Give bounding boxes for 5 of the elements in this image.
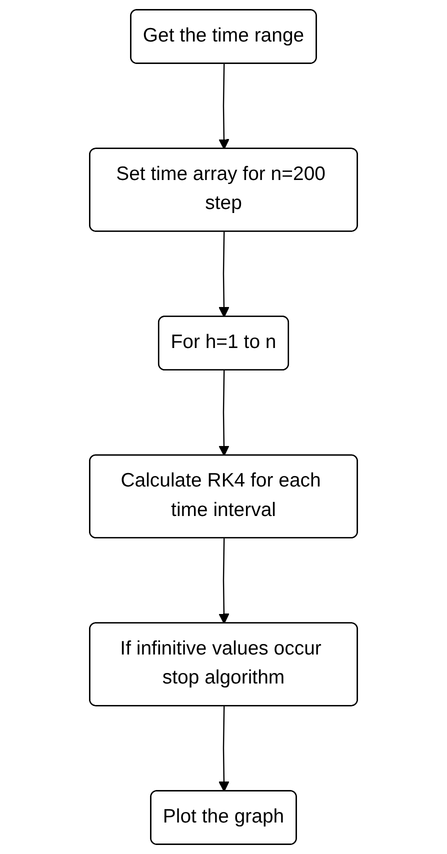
arrow [218, 64, 230, 150]
arrow [218, 706, 230, 792]
arrow [218, 232, 230, 318]
arrow [218, 538, 230, 624]
arrow [218, 370, 230, 456]
